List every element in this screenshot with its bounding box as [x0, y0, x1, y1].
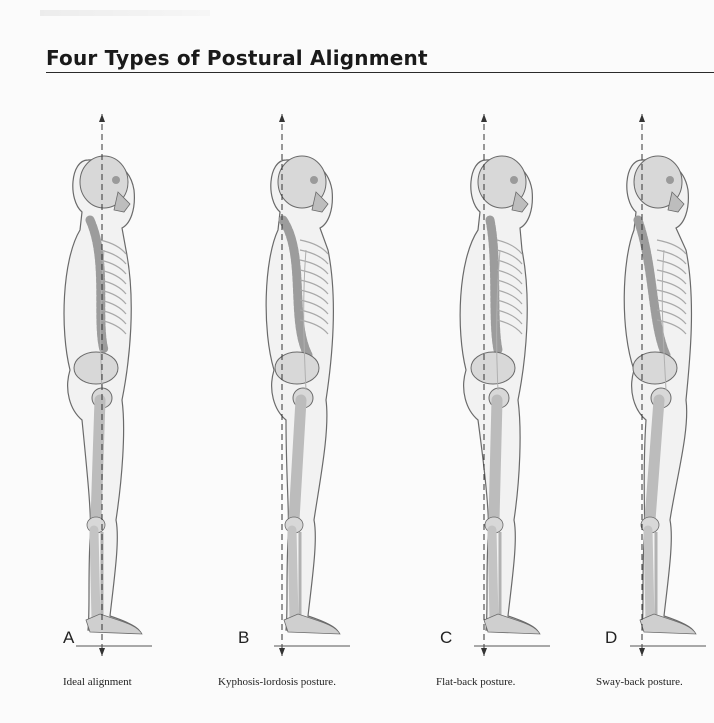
- figure-letter-c: C: [440, 628, 452, 648]
- figure-caption-b: Kyphosis-lordosis posture.: [218, 676, 336, 688]
- flat-back-skeleton-icon: [428, 100, 588, 660]
- posture-figure-c: [428, 100, 588, 660]
- posture-figure-b: [228, 100, 388, 660]
- scan-smudge: [40, 10, 210, 16]
- figure-caption-d: Sway-back posture.: [596, 676, 683, 688]
- title-divider: [46, 72, 714, 73]
- posture-figure-d: [584, 100, 714, 660]
- sway-back-skeleton-icon: [584, 100, 714, 660]
- figure-letter-d: D: [605, 628, 617, 648]
- ideal-posture-skeleton-icon: [30, 100, 190, 660]
- figure-letter-a: A: [63, 628, 74, 648]
- figure-caption-a: Ideal alignment: [63, 676, 132, 688]
- posture-figure-a: [30, 100, 190, 660]
- figure-caption-c: Flat-back posture.: [436, 676, 515, 688]
- figure-letter-b: B: [238, 628, 249, 648]
- kyphosis-lordosis-skeleton-icon: [228, 100, 388, 660]
- page-title: Four Types of Postural Alignment: [46, 46, 428, 70]
